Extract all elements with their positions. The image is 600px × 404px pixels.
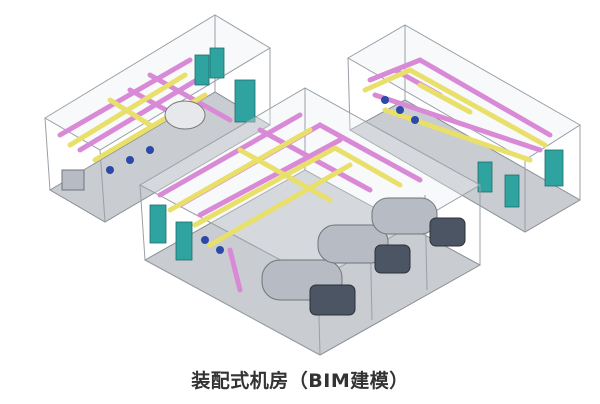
- frame-edge: [347, 57, 351, 131]
- chiller-unit: [371, 197, 466, 247]
- valve-icon: [106, 166, 114, 174]
- module-left: [44, 14, 271, 223]
- frame-edge: [429, 217, 466, 247]
- supply-pipe: [57, 57, 233, 153]
- valve-icon: [396, 106, 404, 114]
- tank: [164, 100, 206, 130]
- cabinet: [544, 149, 564, 187]
- cabinet: [149, 204, 167, 244]
- valve-icon: [126, 156, 134, 164]
- frame-edge: [371, 197, 438, 235]
- cabinet: [234, 79, 256, 123]
- valve-icon: [381, 96, 389, 104]
- figure-caption: 装配式机房（BIM建模）: [191, 370, 409, 392]
- cabinet: [209, 47, 225, 79]
- valve-icon: [411, 116, 419, 124]
- cabinet: [194, 54, 210, 86]
- frame-edge: [309, 284, 356, 316]
- module-front: [138, 87, 482, 356]
- chiller-unit: [261, 259, 356, 316]
- valve-icon: [201, 236, 209, 244]
- frame-edge: [44, 117, 51, 191]
- frame-edge: [139, 184, 146, 261]
- cabinet: [175, 221, 193, 261]
- frame-edge: [374, 244, 411, 274]
- cabinet: [504, 174, 520, 208]
- chiller-unit: [317, 224, 411, 274]
- cabinet: [477, 161, 493, 193]
- valve-icon: [216, 246, 224, 254]
- frame-edge: [317, 224, 389, 264]
- module-right: [347, 24, 582, 233]
- frame-edge: [99, 149, 106, 223]
- valve-icon: [146, 146, 154, 154]
- return-pipe: [362, 67, 548, 163]
- supply-pipe: [157, 112, 423, 293]
- pump: [61, 169, 85, 191]
- return-pipe: [167, 127, 403, 248]
- frame-edge: [144, 259, 321, 356]
